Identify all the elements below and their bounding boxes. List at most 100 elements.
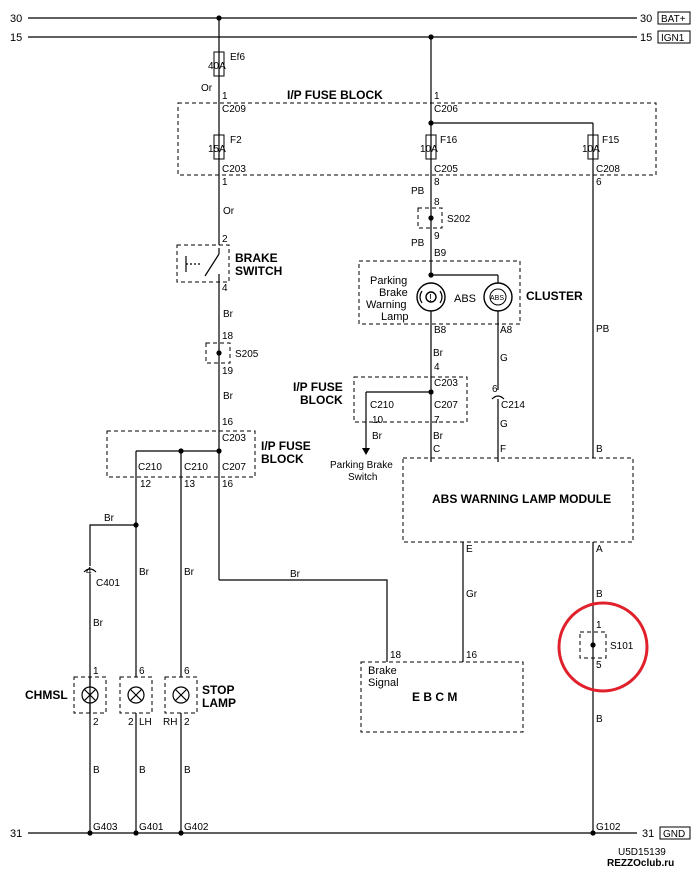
lamp-stop-rh [164, 676, 198, 714]
rail-ign-num-right: 15 [640, 32, 652, 44]
pin-label: 16 [222, 479, 234, 490]
pin-label: 2 [128, 717, 134, 728]
junction-dot [428, 272, 434, 278]
ip-fuse-block-mid [353, 376, 468, 423]
splice-s101-box [579, 631, 607, 659]
fuse-f2-name: F2 [230, 135, 242, 146]
ip-fuse-block-mid-label-2: BLOCK [300, 393, 343, 407]
ground-dot [178, 830, 184, 836]
fuse-f15-rating: 10A [582, 144, 600, 155]
parking-brake-warning-lamp: ! [416, 282, 446, 312]
splice-s205-dot [216, 350, 222, 356]
brake-signal-label-2: Signal [368, 677, 399, 689]
stop-lamp-label-1: STOP [202, 683, 234, 697]
parking-lamp-label-3: Warning [366, 299, 407, 311]
pin-label: C [433, 444, 440, 455]
rail-ign: 15 15 IGN1 [10, 30, 691, 44]
connector-c207: C207 [434, 400, 458, 411]
pin-label: B [596, 444, 603, 455]
abs-warning-lamp-module [402, 457, 634, 543]
wire-color-pb: PB [411, 186, 425, 197]
parking-switch-label-1: Parking Brake [330, 460, 393, 471]
wire-color-b: B [184, 765, 191, 776]
pin-label: 4 [222, 283, 228, 294]
junction-dot [428, 389, 434, 395]
pin-label: 1 [434, 91, 440, 102]
ip-fuse-block-top-label: I/P FUSE BLOCK [287, 88, 383, 102]
wire-color-br: Br [104, 513, 115, 524]
pin-label: 12 [140, 479, 152, 490]
pin-label: 1 [222, 91, 228, 102]
junction-dot [216, 448, 222, 454]
junction-dot [133, 522, 139, 528]
svg-text:ABS: ABS [490, 295, 504, 302]
connector-c203: C203 [222, 164, 246, 175]
pin-label: 1 [93, 666, 99, 677]
pin-label: 2 [184, 717, 190, 728]
diagram-code: U5D15139 [618, 847, 666, 858]
rail-bat-tag [657, 11, 691, 25]
chmsl-wire [89, 524, 136, 566]
parking-lamp-label-2: Brake [379, 287, 408, 299]
splice-s205-box [205, 342, 231, 364]
pin-label: 1 [596, 620, 602, 631]
connector-c207: C207 [222, 462, 246, 473]
wire-color-br: Br [184, 567, 195, 578]
stop-lamp-label-2: LAMP [202, 696, 236, 710]
wire-color-g: G [500, 353, 508, 364]
highlight-circle [557, 601, 649, 693]
splice-s205: S205 [235, 349, 259, 360]
pin-label: 2 [93, 717, 99, 728]
lamp-lh-label: LH [139, 717, 152, 728]
abs-warning-lamp: ABS [483, 282, 513, 312]
fuse-f16: F16 10A [420, 134, 458, 160]
lamp-stop-lh [119, 676, 153, 714]
connector-c203: C203 [222, 433, 246, 444]
fuse-f2-rating: 15A [208, 144, 226, 155]
pin-label: A [596, 544, 603, 555]
svg-text:!: ! [429, 293, 432, 304]
fuse-ef6-name: Ef6 [230, 52, 245, 63]
connector-b9: B9 [434, 248, 447, 259]
splice-s101: S101 [610, 641, 634, 652]
ground-g102: G102 [596, 822, 621, 833]
parking-lamp-label-1: Parking [370, 275, 407, 287]
watermark: REZZOclub.ru [607, 858, 674, 869]
wire-color-b: B [596, 714, 603, 725]
wire-color-or: Or [201, 83, 213, 94]
pin-label: 6 [184, 666, 190, 677]
rail-gnd-num-left: 31 [10, 828, 22, 840]
rail-ign-tag [657, 30, 691, 44]
pin-label: 8 [434, 197, 440, 208]
pin-label: 18 [222, 331, 234, 342]
connector-c401-mark [83, 568, 97, 573]
wire-color-g: G [500, 419, 508, 430]
brake-signal-wire [219, 579, 388, 662]
brake-switch: BRAKE SWITCH [176, 244, 282, 283]
wire-color-br: Br [139, 567, 150, 578]
pin-label: 6 [139, 666, 145, 677]
wire-color-b: B [93, 765, 100, 776]
rail-ign-label: IGN1 [661, 33, 685, 44]
rail-gnd-tag [659, 826, 691, 840]
pin-label: 6 [596, 177, 602, 188]
fuse-f2: F2 15A [208, 134, 242, 160]
wire-color-br: Br [223, 391, 234, 402]
fuse-f16-name: F16 [440, 135, 458, 146]
ground-dot [133, 830, 139, 836]
pin-label: 5 [596, 660, 602, 671]
rail-gnd: 31 31 GND [10, 826, 691, 840]
ground-g401: G401 [139, 822, 164, 833]
pin-label: 10 [372, 415, 384, 426]
wire-color-br: Br [433, 348, 444, 359]
ground-g402: G402 [184, 822, 209, 833]
connector-c203: C203 [434, 378, 458, 389]
junction-dot [428, 120, 434, 126]
pin-label: 2 [222, 234, 228, 245]
splice-s202: S202 [447, 214, 471, 225]
ground-dot [87, 830, 93, 836]
parking-lamp-label-4: Lamp [381, 311, 409, 323]
wire-color-br: Br [290, 569, 301, 580]
pin-label: 19 [222, 366, 234, 377]
